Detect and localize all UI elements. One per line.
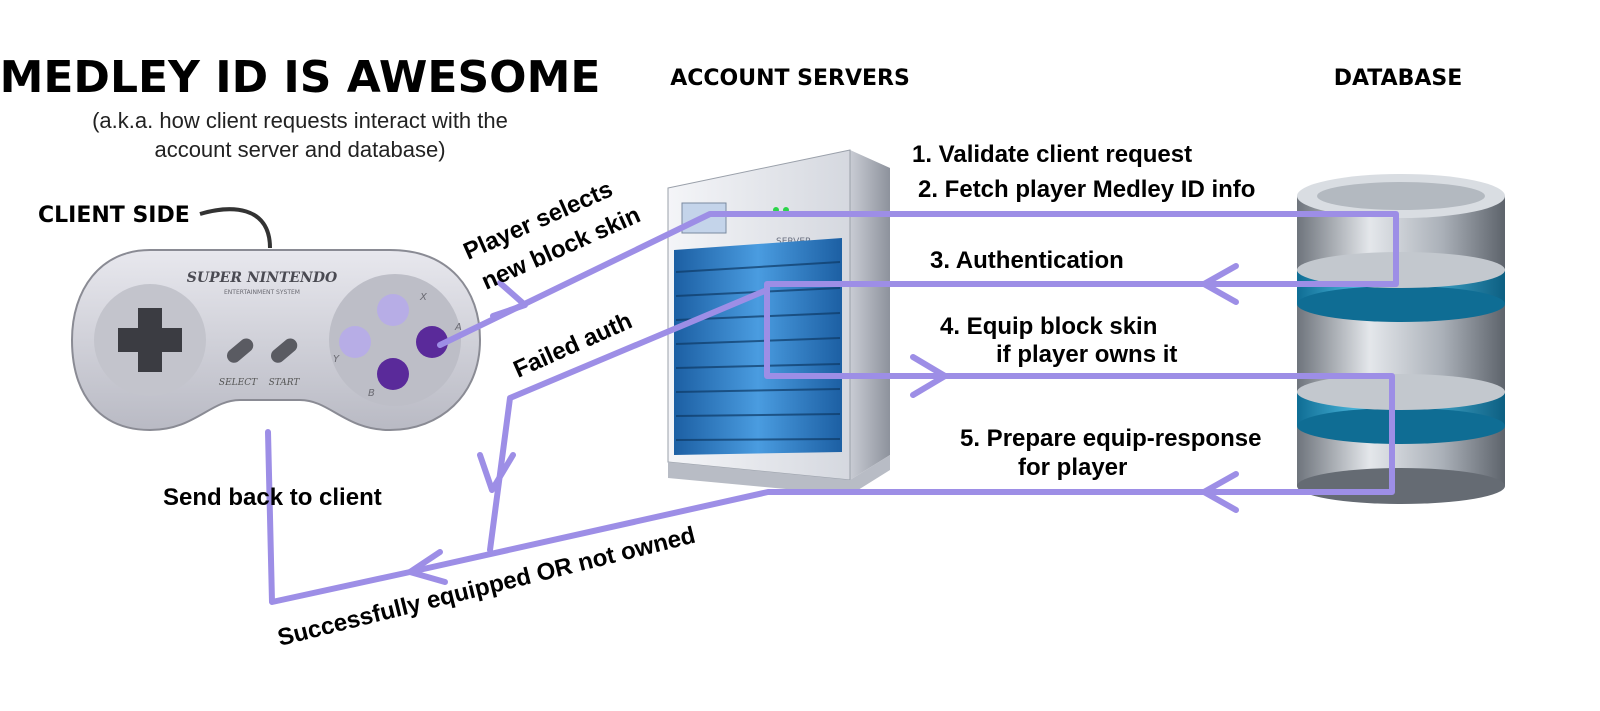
subtitle-line-1: (a.k.a. how client requests interact wit…	[92, 108, 508, 133]
client-side-header: CLIENT SIDE	[38, 203, 190, 228]
flow-arrowhead-authentication	[1201, 263, 1239, 305]
account-servers-header: ACCOUNT SERVERS	[670, 66, 910, 91]
snes-controller-icon: SUPER NINTENDO ENTERTAINMENT SYSTEM SELE…	[70, 207, 482, 432]
flow-failed-auth	[487, 287, 770, 553]
database-header: DATABASE	[1334, 66, 1463, 91]
step-2-label: 2. Fetch player Medley ID info	[918, 176, 1255, 203]
flow-request	[437, 211, 1399, 379]
flow-arrowhead-prepare	[1201, 471, 1239, 513]
flow-db-return	[407, 373, 1395, 575]
flow-arrowhead-failed	[477, 452, 516, 493]
step-4-label-line-1: 4. Equip block skin	[940, 313, 1157, 340]
y-button-label: Y	[333, 354, 340, 365]
b-button-label: B	[368, 388, 375, 399]
select-label: SELECT	[219, 378, 258, 388]
controller-brand: SUPER NINTENDO	[187, 270, 338, 286]
flow-arrowhead-request	[490, 280, 528, 319]
flow-send-back	[265, 429, 413, 605]
flow-arrows	[265, 211, 1399, 605]
step-3-label: 3. Authentication	[930, 247, 1124, 274]
start-label: START	[269, 378, 301, 388]
step-4-label-line-2: if player owns it	[996, 341, 1177, 368]
send-back-label: Send back to client	[163, 484, 382, 511]
step-1-label: 1. Validate client request	[912, 141, 1192, 168]
subtitle-line-2: account server and database)	[154, 137, 445, 162]
server-icon: SERVER	[667, 149, 890, 495]
x-button-label: X	[419, 292, 428, 303]
controller-brand-sub: ENTERTAINMENT SYSTEM	[224, 289, 300, 296]
page-title: MEDLEY ID IS AWESOME	[0, 52, 600, 103]
database-icon	[1297, 174, 1505, 504]
a-button-label: A	[454, 322, 462, 333]
step-5-label-line-2: for player	[1018, 454, 1127, 481]
step-5-label-line-1: 5. Prepare equip-response	[960, 425, 1261, 452]
